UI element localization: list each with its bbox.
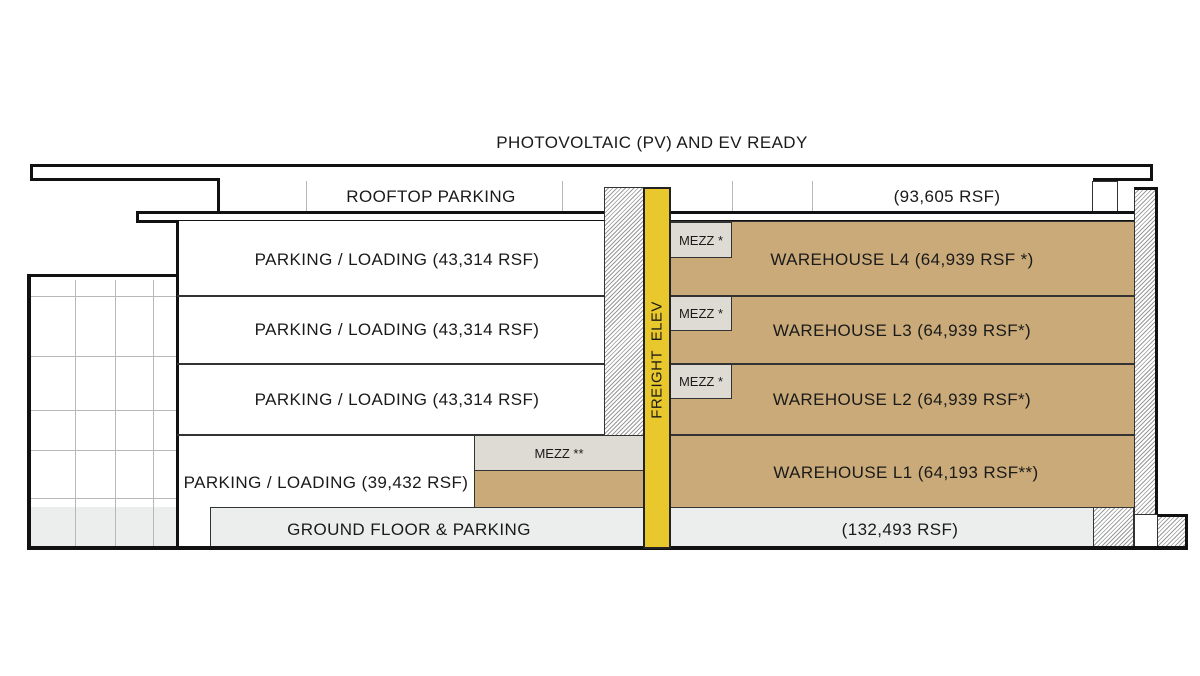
ground-floor-label: GROUND FLOOR & PARKING <box>287 520 531 539</box>
east-wall <box>1134 187 1158 517</box>
ground-floor-west <box>210 507 644 549</box>
ground-wall-hatch <box>1093 507 1134 549</box>
warehouse-l3: WAREHOUSE L3 (64,939 RSF*) <box>772 321 1032 340</box>
warehouse-l1: WAREHOUSE L1 (64,193 RSF**) <box>773 463 1039 482</box>
rooftop-label: ROOFTOP PARKING <box>346 187 516 206</box>
mezz-l4-label: MEZZ * <box>678 232 724 248</box>
warehouse-l1-west <box>474 470 644 508</box>
ground-wall <box>1134 514 1158 549</box>
mezz-l2-label: MEZZ * <box>678 374 724 389</box>
mezz-l1: MEZZ ** <box>474 435 644 471</box>
parking-level-3: PARKING / LOADING (43,314 RSF) <box>254 320 540 339</box>
ground-floor-area: (132,493 RSF) <box>841 520 959 539</box>
mezz-l1-label: MEZZ ** <box>534 445 584 461</box>
mezz-l3: MEZZ * <box>670 296 732 331</box>
parking-level-4: PARKING / LOADING (43,314 RSF) <box>254 250 540 269</box>
parking-level-2: PARKING / LOADING (43,314 RSF) <box>254 390 540 409</box>
freight-elevator <box>643 187 671 549</box>
ground-floor-east <box>670 507 1094 549</box>
mezz-l2: MEZZ * <box>670 364 732 399</box>
diagram-title: PHOTOVOLTAIC (PV) AND EV READY <box>496 133 808 152</box>
parking-level-1: PARKING / LOADING (39,432 RSF) <box>183 473 469 492</box>
ground-wall-outer <box>1157 514 1188 550</box>
mezz-l4: MEZZ * <box>670 222 732 258</box>
foundation-line <box>27 546 1188 550</box>
warehouse-l4: WAREHOUSE L4 (64,939 RSF *) <box>770 250 1034 269</box>
freight-elevator-label: FREIGHT ELEV <box>648 301 666 419</box>
structural-column <box>604 187 644 436</box>
warehouse-l2: WAREHOUSE L2 (64,939 RSF*) <box>772 390 1032 409</box>
adjacent-ground <box>31 507 177 548</box>
mezz-l3-label: MEZZ * <box>678 306 724 321</box>
rooftop-area: (93,605 RSF) <box>893 187 1001 206</box>
